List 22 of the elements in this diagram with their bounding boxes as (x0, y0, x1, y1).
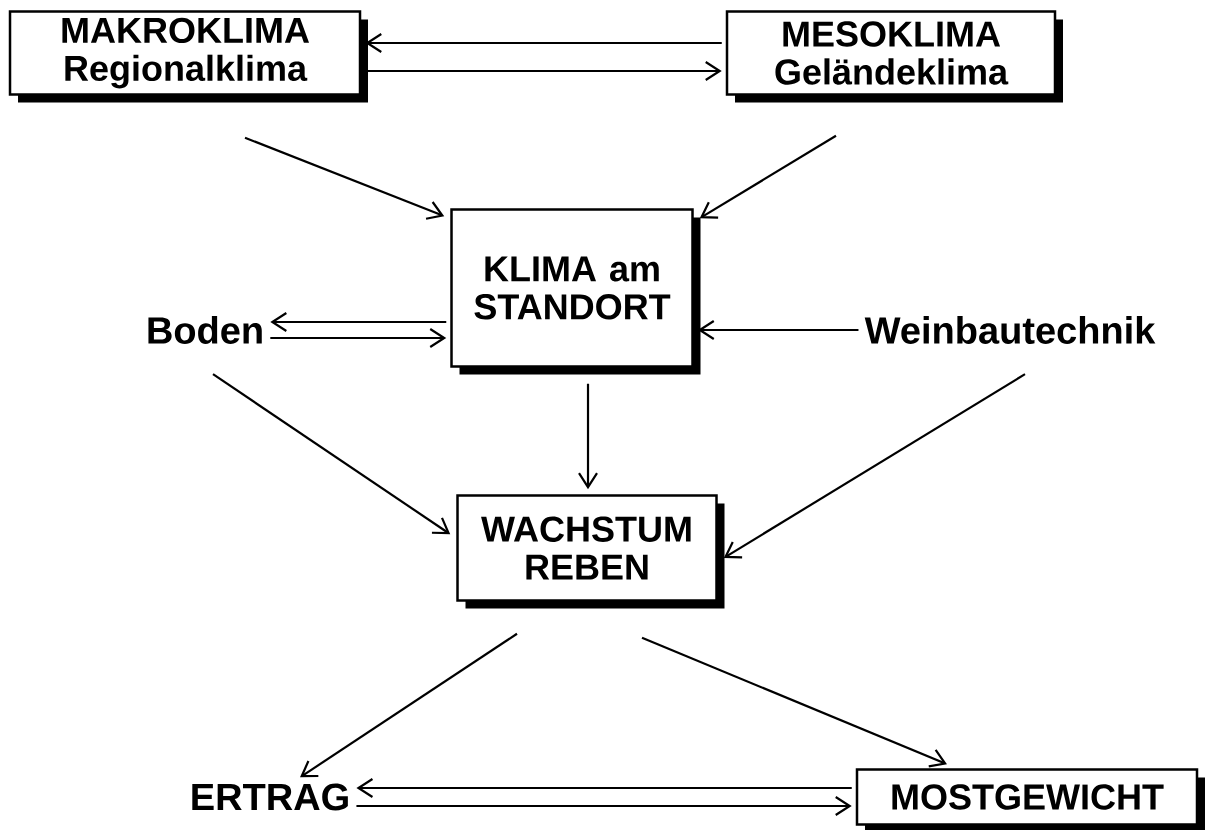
arrow (365, 61, 722, 81)
arrow (356, 778, 852, 798)
text-box: WACHSTUM REBEN (456, 494, 725, 609)
arrow (300, 632, 518, 778)
arrow (578, 383, 598, 490)
label-text: Weinbautechnik (864, 316, 1156, 344)
arrow (244, 136, 445, 220)
arrow (641, 636, 947, 768)
text-box: MESOKLIMA Geländeklima (725, 10, 1063, 103)
text-box: MOSTGEWICHT (855, 768, 1205, 830)
text-box: KLIMA am STANDORT (450, 208, 701, 375)
arrow (365, 33, 722, 53)
arrow (270, 328, 447, 348)
label-text: Boden (148, 316, 262, 344)
label-text: ERTRAG (192, 783, 348, 811)
arrow (699, 134, 837, 219)
arrow (697, 320, 859, 340)
arrow (723, 373, 1026, 559)
arrow (270, 312, 447, 332)
arrow (212, 373, 451, 535)
text-box: MAKROKLIMA Regionalklima (8, 10, 368, 103)
arrow (356, 796, 852, 816)
